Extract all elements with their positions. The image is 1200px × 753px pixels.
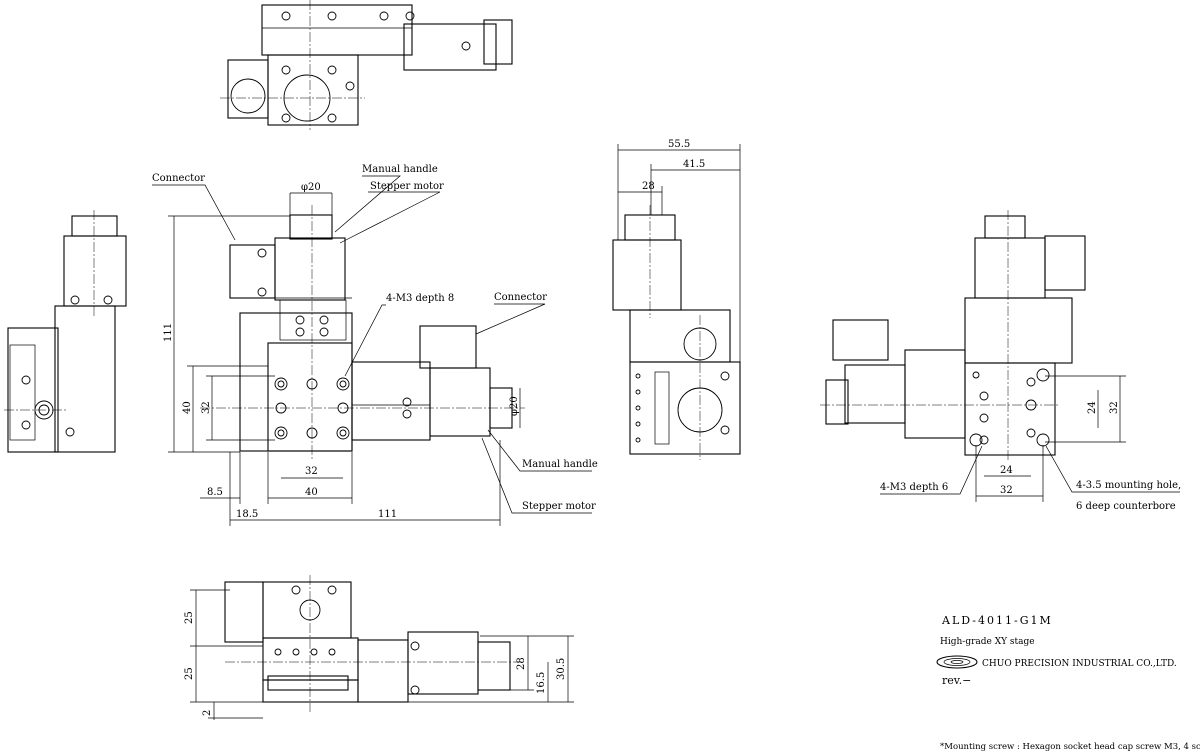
- top-view: [220, 0, 513, 130]
- label-connector-left: Connector: [152, 173, 205, 184]
- label-connector-right: Connector: [494, 292, 547, 303]
- dim-24-horizontal: 24: [1000, 465, 1013, 476]
- dim-phi20-top: φ20: [301, 182, 321, 193]
- mounting-screw-footnote: *Mounting screw : Hexagon socket head ca…: [940, 742, 1200, 752]
- dim-2: 2: [202, 710, 213, 716]
- label-manual-handle-bottom: Manual handle: [522, 459, 598, 470]
- dim-25-lower: 25: [184, 667, 195, 680]
- front-dimension-lines: [168, 192, 521, 526]
- dim-28-side: 28: [642, 181, 655, 192]
- rear-view: [820, 210, 1180, 502]
- dim-8-5: 8.5: [207, 487, 223, 498]
- dim-40-vertical: 40: [182, 401, 193, 414]
- callout-labels: Connector Manual handle Stepper motor 4-…: [152, 164, 1181, 512]
- label-stepper-motor-top: Stepper motor: [370, 181, 444, 192]
- dim-32-vertical: 32: [201, 401, 212, 414]
- product-description: High-grade XY stage: [940, 637, 1035, 647]
- dim-16-5: 16.5: [536, 672, 547, 694]
- label-mounting-hole-1: 4-3.5 mounting hole,: [1076, 480, 1181, 491]
- label-stepper-motor-bottom: Stepper motor: [522, 501, 596, 512]
- label-m3-depth8: 4-M3 depth 8: [386, 293, 454, 304]
- dim-phi20-right: φ20: [509, 396, 520, 416]
- company-logo: [936, 655, 978, 669]
- dim-28-front: 28: [516, 657, 527, 670]
- dim-18-5: 18.5: [236, 509, 258, 520]
- dim-32-right-vertical: 32: [1109, 401, 1120, 414]
- dim-25-upper: 25: [184, 611, 195, 624]
- company-name: CHUO PRECISION INDUSTRIAL CO.,LTD.: [982, 659, 1177, 669]
- model-number: ALD-4011-G1M: [941, 614, 1053, 627]
- dim-111-vertical: 111: [163, 323, 174, 342]
- front-leaders: [152, 175, 592, 514]
- revision: rev.−: [942, 674, 971, 687]
- dim-41-5: 41.5: [683, 159, 705, 170]
- dim-55-5: 55.5: [668, 139, 690, 150]
- label-manual-handle-top: Manual handle: [362, 164, 438, 175]
- title-block: ALD-4011-G1M High-grade XY stage CHUO PR…: [936, 614, 1177, 687]
- dim-40-horizontal: 40: [305, 487, 318, 498]
- left-side-view: [4, 210, 127, 453]
- mounting-holes: [257, 248, 412, 440]
- bottom-view: [190, 575, 574, 720]
- dim-24-vertical: 24: [1087, 401, 1098, 414]
- dimension-labels: φ20 111 40 32 32 40 8.5 18.5 111 φ20 55.…: [163, 139, 1120, 716]
- front-view: [152, 175, 592, 526]
- dim-32-inner: 32: [305, 466, 318, 477]
- label-mounting-hole-2: 6 deep counterbore: [1076, 501, 1176, 512]
- dim-111-horizontal: 111: [378, 509, 397, 520]
- side-view: [612, 144, 741, 460]
- dim-32-right-horizontal: 32: [1000, 485, 1013, 496]
- dim-30-5: 30.5: [556, 658, 567, 680]
- label-m3-depth6: 4-M3 depth 6: [880, 482, 948, 493]
